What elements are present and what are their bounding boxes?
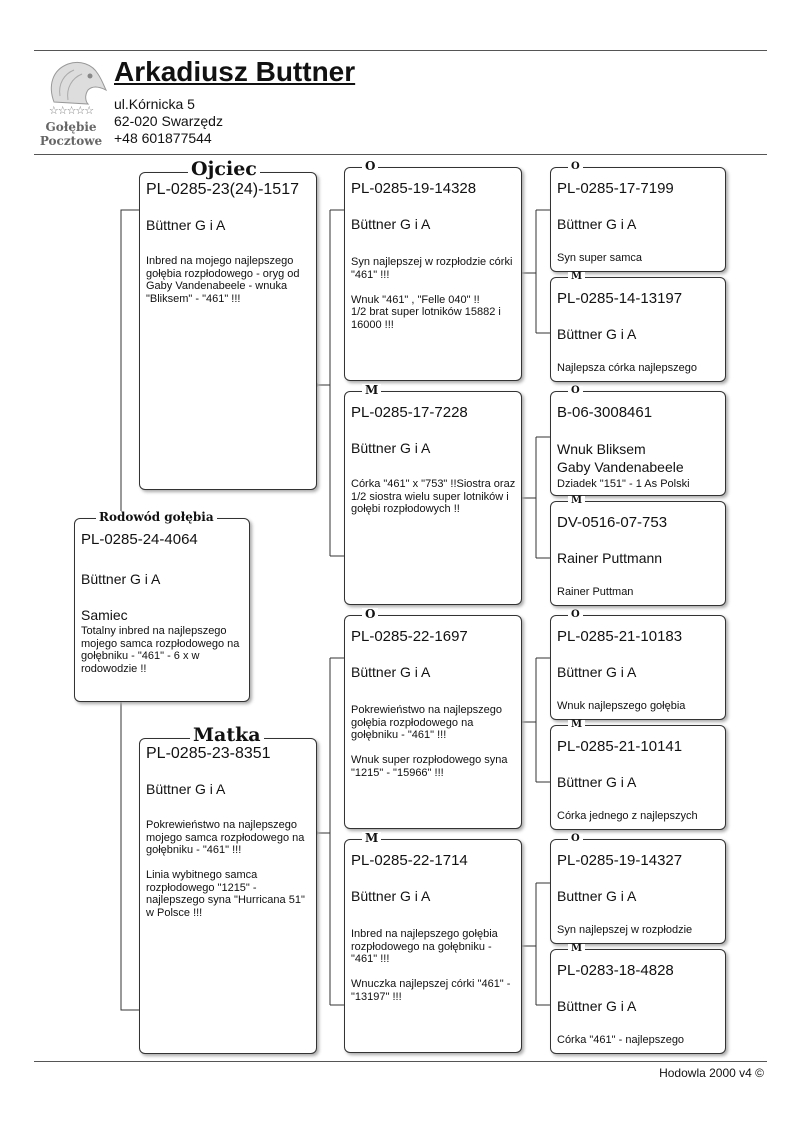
ff-ring-number: PL-0285-19-14328 — [351, 180, 477, 197]
mmm-label: M — [568, 944, 586, 954]
mmm-description: Córka "461" - najlepszego — [557, 1034, 685, 1046]
mmf-ring-number: PL-0285-19-14327 — [557, 852, 683, 869]
ffm-description: Najlepsza córka najlepszego — [557, 362, 698, 374]
subject-breeder: Büttner G i A — [81, 571, 161, 587]
software-credit: Hodowla 2000 v4 © — [659, 1066, 764, 1080]
father-description: Inbred na mojego najlepszego gołębia roz… — [146, 255, 300, 305]
ffm-breeder: Büttner G i A — [557, 326, 637, 342]
fff-label: O — [568, 162, 583, 172]
owner-phone: +48 601877544 — [114, 130, 212, 146]
subject-ring-number: PL-0285-24-4064 — [81, 531, 198, 548]
ff-breeder: Büttner G i A — [351, 216, 431, 232]
fmm-label: M — [568, 496, 586, 506]
fff-card[interactable]: PL-0285-17-7199 Büttner G i A Syn super … — [550, 167, 726, 272]
father-breeder: Büttner G i A — [146, 217, 226, 233]
ffm-label: M — [568, 272, 586, 282]
subject-sex: Samiec — [81, 607, 128, 623]
mfm-label: M — [568, 720, 586, 730]
mff-card[interactable]: PL-0285-21-10183 Büttner G i A Wnuk najl… — [550, 615, 726, 720]
mff-label: O — [568, 610, 583, 620]
logo-stars: ☆☆☆☆☆ — [48, 105, 94, 117]
fmf-card[interactable]: B-06-3008461 Wnuk Bliksem Gaby Vandenabe… — [550, 391, 726, 496]
fm-label: M — [362, 384, 382, 396]
fmf-description: Dziadek "151" - 1 As Polski — [557, 478, 690, 490]
father-ring-number: PL-0285-23(24)-1517 — [146, 181, 299, 198]
logo-text-line2: Pocztowe — [39, 134, 103, 148]
ff-label: O — [362, 160, 379, 172]
fm-ring-number: PL-0285-17-7228 — [351, 404, 468, 421]
mmf-description: Syn najlepszej w rozpłodzie — [557, 924, 693, 936]
mff-ring-number: PL-0285-21-10183 — [557, 628, 683, 645]
fmm-card[interactable]: DV-0516-07-753 Rainer Puttmann Rainer Pu… — [550, 501, 726, 606]
mff-breeder: Büttner G i A — [557, 664, 637, 680]
mm-label: M — [362, 832, 382, 844]
mother-description: Pokrewieństwo na najlepszego mojego samc… — [146, 819, 305, 919]
mother-breeder: Büttner G i A — [146, 781, 226, 797]
mmf-breeder: Buttner G i A — [557, 888, 637, 904]
fmm-breeder: Rainer Puttmann — [557, 550, 663, 566]
ffm-card[interactable]: PL-0285-14-13197 Büttner G i A Najlepsza… — [550, 277, 726, 382]
mmf-label: O — [568, 834, 583, 844]
maternal-grandfather-card[interactable]: PL-0285-22-1697 Büttner G i A Pokrewieńs… — [344, 615, 522, 829]
subject-card[interactable]: PL-0285-24-4064 Büttner G i A Samiec Tot… — [74, 518, 250, 702]
mother-ring-number: PL-0285-23-8351 — [146, 745, 271, 762]
logo: ☆☆☆☆☆ Gołębie Pocztowe — [34, 56, 108, 148]
ffm-ring-number: PL-0285-14-13197 — [557, 290, 683, 307]
mf-label: O — [362, 608, 379, 620]
fmm-ring-number: DV-0516-07-753 — [557, 514, 668, 531]
mmm-breeder: Büttner G i A — [557, 998, 637, 1014]
owner-address-line2: 62-020 Swarzędz — [114, 113, 223, 129]
header-top-rule — [34, 50, 767, 51]
mf-ring-number: PL-0285-22-1697 — [351, 628, 468, 645]
fmf-label: O — [568, 386, 583, 396]
mm-description: Inbred na najlepszego gołębia rozpłodowe… — [351, 928, 511, 1003]
mff-description: Wnuk najlepszego gołębia — [557, 700, 686, 712]
ff-description: Syn najlepszej w rozpłodzie córki "461" … — [351, 256, 513, 331]
fmf-ring-number: B-06-3008461 — [557, 404, 653, 421]
footer-rule — [34, 1061, 767, 1062]
owner-name: Arkadiusz Buttner — [114, 56, 356, 87]
fff-ring-number: PL-0285-17-7199 — [557, 180, 674, 197]
fmm-description: Rainer Puttman — [557, 586, 634, 598]
mfm-card[interactable]: PL-0285-21-10141 Büttner G i A Córka jed… — [550, 725, 726, 830]
paternal-grandmother-card[interactable]: PL-0285-17-7228 Büttner G i A Córka "461… — [344, 391, 522, 605]
mm-ring-number: PL-0285-22-1714 — [351, 852, 468, 869]
fmf-line2: Gaby Vandenabeele — [557, 459, 684, 475]
mmm-card[interactable]: PL-0283-18-4828 Büttner G i A Córka "461… — [550, 949, 726, 1054]
mother-label: Matka — [190, 726, 264, 745]
mmm-ring-number: PL-0283-18-4828 — [557, 962, 674, 979]
mf-breeder: Büttner G i A — [351, 664, 431, 680]
maternal-grandmother-card[interactable]: PL-0285-22-1714 Büttner G i A Inbred na … — [344, 839, 522, 1053]
fff-description: Syn super samca — [557, 252, 642, 264]
mfm-breeder: Büttner G i A — [557, 774, 637, 790]
mmf-card[interactable]: PL-0285-19-14327 Buttner G i A Syn najle… — [550, 839, 726, 944]
fff-breeder: Büttner G i A — [557, 216, 637, 232]
subject-label: Rodowód gołębia — [96, 511, 217, 523]
mm-breeder: Büttner G i A — [351, 888, 431, 904]
logo-text-line1: Gołębie — [45, 120, 97, 134]
fmf-line1: Wnuk Bliksem — [557, 441, 646, 457]
father-card[interactable]: PL-0285-23(24)-1517 Büttner G i A Inbred… — [139, 172, 317, 490]
father-label: Ojciec — [188, 160, 260, 179]
fm-breeder: Büttner G i A — [351, 440, 431, 456]
mfm-ring-number: PL-0285-21-10141 — [557, 738, 683, 755]
paternal-grandfather-card[interactable]: PL-0285-19-14328 Büttner G i A Syn najle… — [344, 167, 522, 381]
mf-description: Pokrewieństwo na najlepszego gołębia roz… — [351, 704, 508, 779]
subject-description: Totalny inbred na najlepszego mojego sam… — [81, 625, 240, 675]
fm-description: Córka "461" x "753" !!Siostra oraz 1/2 s… — [351, 478, 516, 515]
header-bottom-rule — [34, 154, 767, 155]
mother-card[interactable]: PL-0285-23-8351 Büttner G i A Pokrewieńs… — [139, 738, 317, 1054]
mfm-description: Córka jednego z najlepszych — [557, 810, 698, 822]
owner-address-line1: ul.Kórnicka 5 — [114, 96, 195, 112]
pigeon-head-icon — [50, 61, 108, 105]
